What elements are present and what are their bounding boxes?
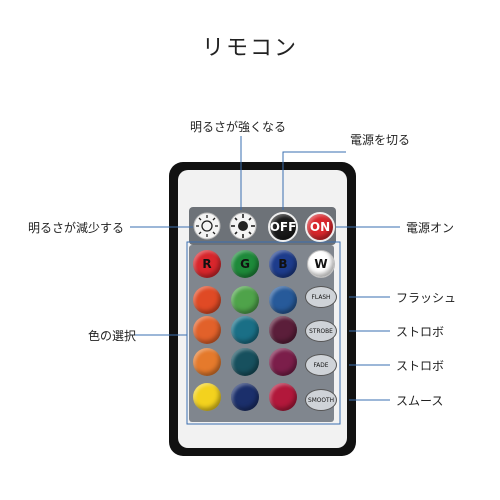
label-smooth: スムース — [396, 394, 444, 408]
white-button-label: W — [314, 257, 328, 271]
brighter-icon — [229, 212, 257, 240]
off-button[interactable]: OFF — [268, 212, 298, 242]
label-power-off: 電源を切る — [350, 133, 411, 147]
color-button-orange-light[interactable] — [193, 348, 221, 376]
color-button-teal[interactable] — [231, 316, 259, 344]
callout-line-power-off — [282, 151, 346, 210]
green-button-label: G — [240, 257, 250, 271]
smooth-button[interactable]: SMOOTH — [305, 389, 337, 411]
blue-button-label: B — [278, 257, 288, 271]
label-dimmer: 明るさが減少する — [28, 221, 125, 235]
page-title: リモコン — [201, 36, 298, 61]
label-fade: ストロボ — [396, 359, 445, 373]
color-button-steel-blue[interactable] — [269, 286, 297, 314]
label-power-on: 電源オン — [406, 221, 455, 235]
color-button-plum[interactable] — [269, 316, 297, 344]
label-color-select: 色の選択 — [88, 329, 137, 343]
strobe-button[interactable]: STROBE — [305, 320, 337, 342]
top-row-panel — [189, 207, 336, 245]
label-flash: フラッシュ — [396, 291, 457, 305]
on-button-label: ON — [309, 220, 331, 234]
white-button[interactable]: W — [307, 250, 335, 278]
fade-button[interactable]: FADE — [305, 354, 337, 376]
color-button-magenta[interactable] — [269, 348, 297, 376]
callout-lines — [130, 136, 400, 401]
fade-button-label: FADE — [313, 361, 329, 369]
color-button-crimson[interactable] — [269, 383, 297, 411]
green-button[interactable]: G — [231, 250, 259, 278]
flash-button[interactable]: FLASH — [305, 286, 337, 308]
red-button-label: R — [202, 257, 212, 271]
label-brighter: 明るさが強くなる — [190, 120, 287, 134]
on-button[interactable]: ON — [305, 212, 335, 242]
flash-button-label: FLASH — [311, 293, 331, 301]
color-button-teal-dark[interactable] — [231, 348, 259, 376]
color-button-green-light[interactable] — [231, 286, 259, 314]
off-button-label: OFF — [269, 220, 297, 234]
dimmer-icon — [193, 212, 221, 240]
color-button-orange[interactable] — [193, 286, 221, 314]
label-strobe: ストロボ — [396, 325, 445, 339]
color-grid-outline — [186, 241, 341, 425]
color-button-amber[interactable] — [193, 316, 221, 344]
color-grid-panel — [189, 245, 334, 422]
strobe-button-label: STROBE — [309, 327, 333, 335]
color-button-yellow[interactable] — [193, 383, 221, 411]
color-button-navy[interactable] — [231, 383, 259, 411]
blue-button[interactable]: B — [269, 250, 297, 278]
smooth-button-label: SMOOTH — [308, 396, 334, 404]
red-button[interactable]: R — [193, 250, 221, 278]
